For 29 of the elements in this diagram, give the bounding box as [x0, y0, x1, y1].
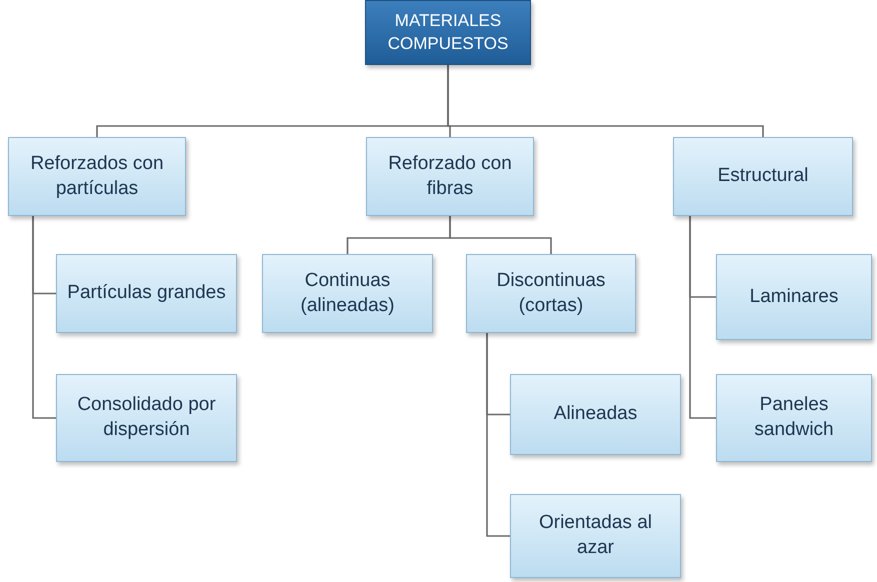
category-box [56, 374, 237, 462]
category-box [716, 254, 872, 340]
connector-line [32, 216, 56, 419]
category-box [262, 254, 433, 333]
connector-line [689, 216, 716, 419]
category-box [510, 494, 681, 578]
node-label: Paneles sandwich [753, 393, 835, 442]
category-box [510, 374, 681, 455]
node-label: Reforzados con partículas [29, 152, 165, 200]
category-box [56, 254, 237, 333]
category-box [8, 137, 186, 216]
node-label: Continuas (alineadas) [300, 268, 396, 318]
node-label: Alineadas [554, 402, 638, 426]
connector-line [447, 65, 764, 137]
node-label: MATERIALES COMPUESTOS [386, 10, 510, 54]
node-label: Laminares [750, 284, 838, 309]
node-label: Consolidado por dispersión [76, 393, 217, 442]
root-box [365, 0, 531, 65]
node-label: Estructural [718, 164, 808, 188]
node-label: Reforzado con fibras [387, 152, 513, 200]
node-label: Orientadas al azar [538, 511, 653, 560]
category-box [366, 137, 534, 216]
node-label: Partículas grandes [67, 281, 226, 306]
category-box [466, 254, 636, 333]
connector-line [449, 216, 552, 254]
category-box [716, 374, 872, 462]
connector-line [486, 333, 510, 537]
node-label: Discontinuas (cortas) [496, 268, 606, 318]
category-box [673, 137, 853, 216]
